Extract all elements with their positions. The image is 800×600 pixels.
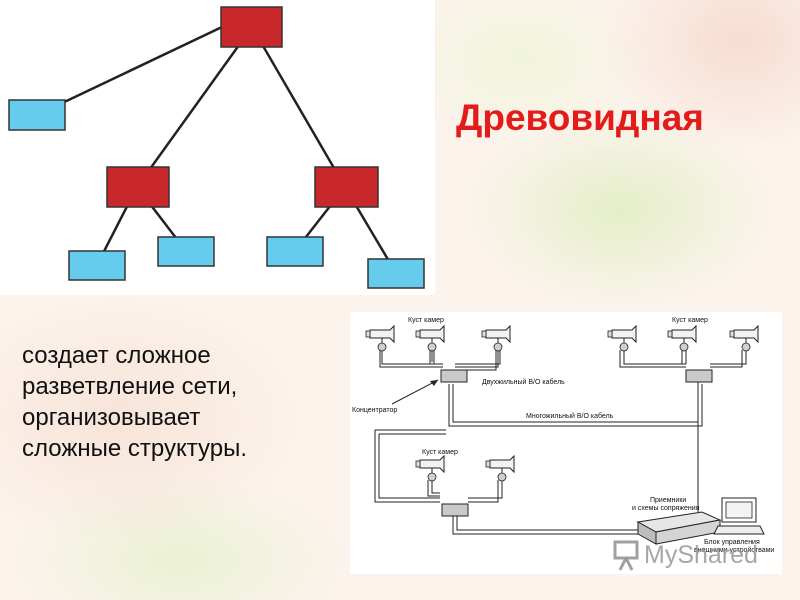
camera-icon [415, 325, 445, 352]
leaf-node-2 [157, 236, 215, 267]
description-line: создает сложное [22, 342, 211, 369]
link-root-left-leaf [36, 25, 223, 117]
camera-cluster-left [365, 325, 511, 352]
camera-icon [481, 325, 511, 352]
camera-icon [415, 455, 445, 482]
leaf-node-1 [68, 250, 126, 281]
hub-node-right [314, 166, 379, 208]
root-hub-node [220, 6, 283, 48]
description-line: разветвление сети, [22, 373, 238, 400]
camera-icon [729, 325, 759, 352]
concentrator-label: Концентратор [352, 407, 397, 414]
watermark-text: MyShared [644, 541, 758, 569]
camera-icon [485, 455, 515, 482]
twin-cable-label: Двухжильный В/О кабель [482, 378, 565, 386]
concentrator-bottom [441, 503, 469, 517]
concentrator-left [440, 369, 468, 383]
computer-icon [713, 497, 765, 535]
hub-node-left [106, 166, 170, 208]
cluster-label-left: Куст камер [408, 317, 444, 324]
tree-topology-diagram [0, 0, 435, 295]
camera-cluster-right [607, 325, 759, 352]
camera-icon [365, 325, 395, 352]
receivers-label-1: Приемники [650, 497, 686, 504]
description-line: организовывает [22, 404, 201, 431]
multi-cable-label: Многожильный В/О кабель [526, 412, 614, 420]
camera-cluster-bottom [415, 455, 515, 482]
leaf-node-4 [367, 258, 425, 289]
receivers-label-2: и схемы сопряжения [632, 505, 700, 512]
cluster-label-right: Куст камер [672, 317, 708, 324]
cctv-network-diagram: Куст камер Куст камер Куст камер Концент… [350, 312, 782, 574]
tree-diagram-canvas [8, 6, 425, 289]
slide-title: Древовидная [456, 97, 704, 138]
description-line: сложные структуры. [22, 435, 248, 462]
leaf-node-top-left [8, 99, 66, 131]
camera-icon [607, 325, 637, 352]
cctv-diagram-canvas: Куст камер Куст камер Куст камер Концент… [352, 317, 774, 554]
tree-links [36, 25, 398, 274]
watermark: MyShared [610, 537, 795, 577]
leaf-node-3 [266, 236, 324, 267]
link-root-hub-right [250, 26, 347, 188]
camera-icon [667, 325, 697, 352]
control-label-1: Блок управления [704, 539, 760, 546]
control-label-2: внешними устройствами [694, 546, 774, 554]
pointer-arrowhead-icon [430, 380, 438, 386]
concentrator-pointer [391, 379, 439, 405]
concentrator-right [685, 369, 713, 383]
presentation-icon [613, 540, 639, 571]
cluster-label-bottom: Куст камер [422, 449, 458, 456]
description-text: создает сложное разветвление сети, орган… [22, 340, 342, 464]
link-root-hub-left [135, 26, 254, 188]
